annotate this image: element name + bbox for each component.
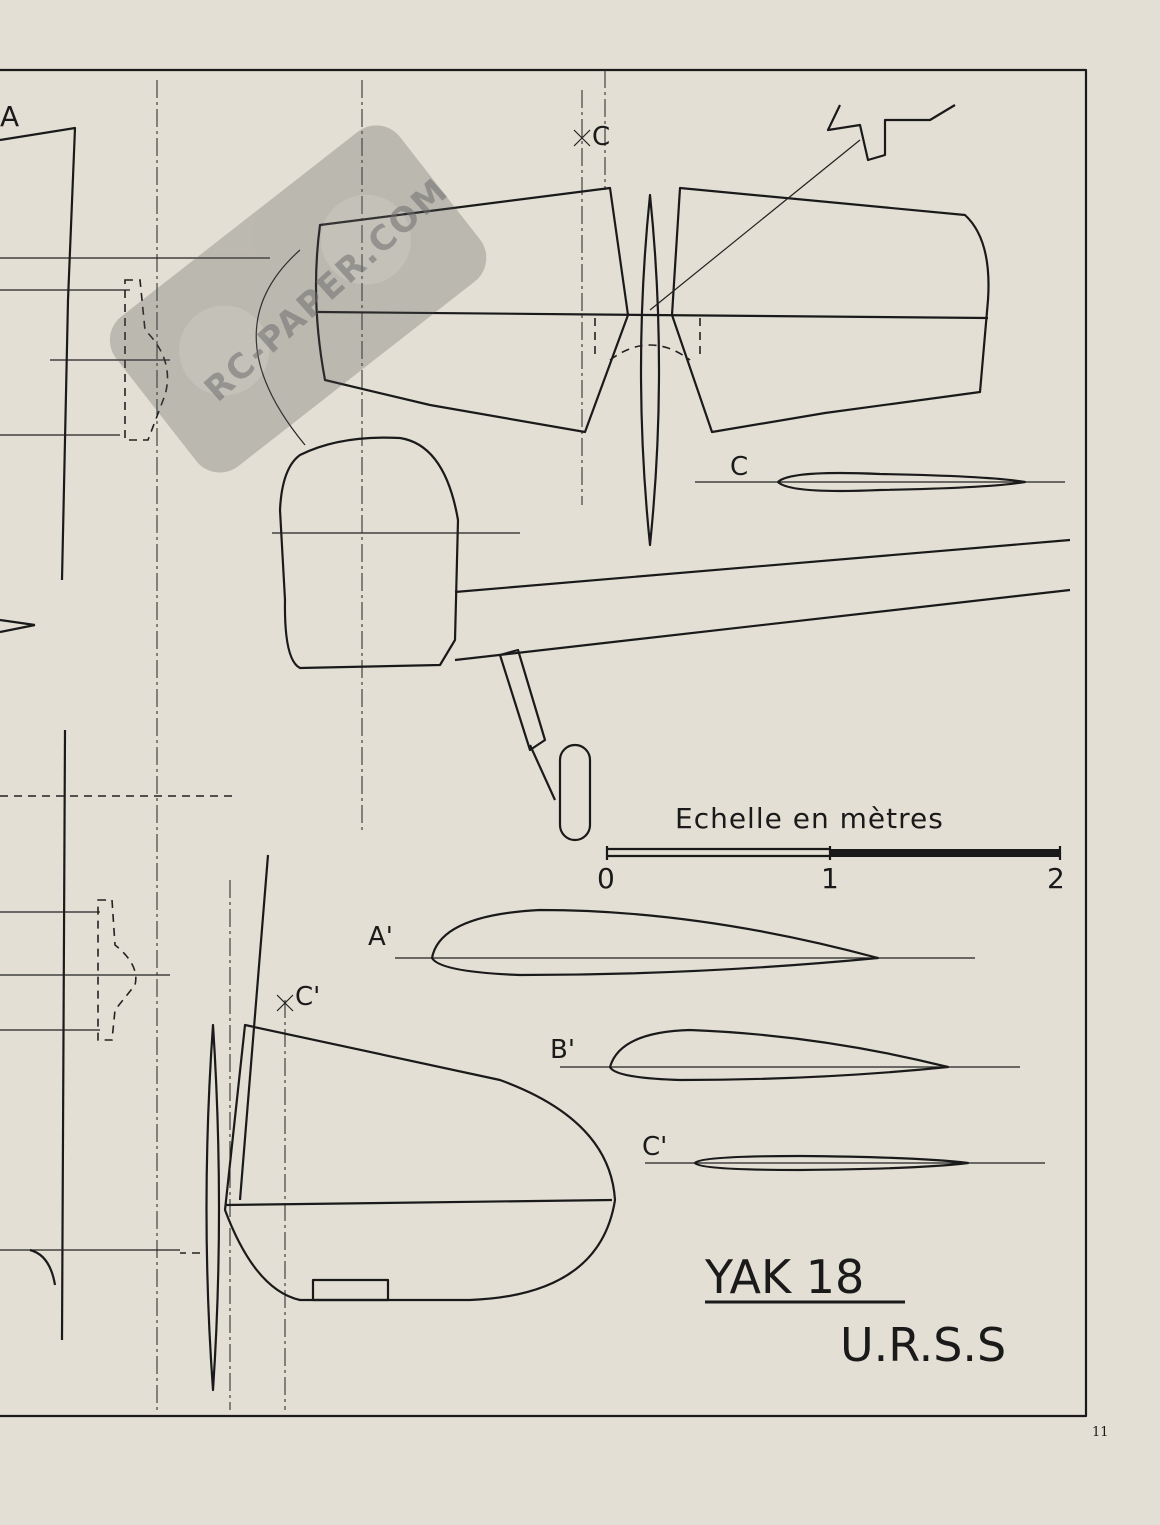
fuselage-side-lines bbox=[454, 538, 1071, 662]
page-number: 11 bbox=[1092, 1425, 1109, 1440]
tailplane-right-half bbox=[670, 186, 990, 434]
section-c-profile bbox=[776, 471, 1027, 493]
tailwheel-strut bbox=[498, 648, 547, 752]
fin-section-front bbox=[205, 1023, 221, 1392]
dashed-lines bbox=[0, 795, 235, 1254]
section-line-c bbox=[581, 70, 606, 505]
fuselage-detail bbox=[29, 1248, 57, 1286]
scale-title: Echelle en mètres bbox=[675, 802, 944, 835]
scale-tick-0: 0 bbox=[597, 862, 615, 895]
label-section-a-partial: A bbox=[0, 100, 20, 133]
title-model: YAK 18 bbox=[705, 1250, 865, 1304]
reference-lines bbox=[156, 80, 363, 1410]
tailplane-left-half bbox=[314, 186, 630, 434]
section-mark-c-prime bbox=[276, 994, 294, 1012]
hinge-detail-bottom bbox=[97, 899, 137, 1041]
scale-tick-2: 2 bbox=[1047, 862, 1065, 895]
fuselage-partial-outline bbox=[0, 126, 77, 581]
construction-lines bbox=[0, 257, 270, 1251]
section-a-prime-profile bbox=[430, 908, 880, 977]
label-section-c-prime-top: C' bbox=[295, 982, 321, 1012]
title-country: U.R.S.S bbox=[840, 1318, 1007, 1372]
label-section-c-top: C bbox=[592, 122, 611, 152]
fuselage-partial-outline-lower bbox=[60, 729, 67, 1341]
fin-root-dashes bbox=[594, 318, 701, 361]
label-section-c-prime: C' bbox=[642, 1132, 668, 1162]
fin-section-top bbox=[639, 193, 661, 547]
section-mark-c bbox=[573, 129, 591, 147]
elevator-horn-detail bbox=[826, 104, 956, 162]
tailwheel-spring bbox=[528, 744, 557, 801]
watermark bbox=[109, 125, 487, 473]
trim-tab bbox=[311, 1278, 390, 1302]
rudder-hinge-line bbox=[224, 1198, 613, 1207]
leader-arrow bbox=[649, 139, 861, 311]
scale-tick-1: 1 bbox=[821, 862, 839, 895]
arrow-mark bbox=[0, 618, 36, 634]
label-section-a-prime: A' bbox=[368, 922, 393, 952]
elevator-hinge-line bbox=[317, 310, 989, 320]
tailwheel bbox=[558, 743, 592, 842]
frame-border bbox=[0, 68, 1088, 1418]
section-b-prime-profile bbox=[608, 1028, 950, 1082]
rudder-side-view bbox=[278, 436, 460, 670]
section-c-prime-profile bbox=[693, 1154, 970, 1172]
label-section-b-prime: B' bbox=[550, 1035, 575, 1065]
fin-side-view bbox=[223, 1023, 617, 1302]
scale-bar-dark bbox=[830, 849, 1060, 857]
curved-arrow bbox=[255, 249, 306, 446]
label-section-c-profile: C bbox=[730, 452, 749, 482]
